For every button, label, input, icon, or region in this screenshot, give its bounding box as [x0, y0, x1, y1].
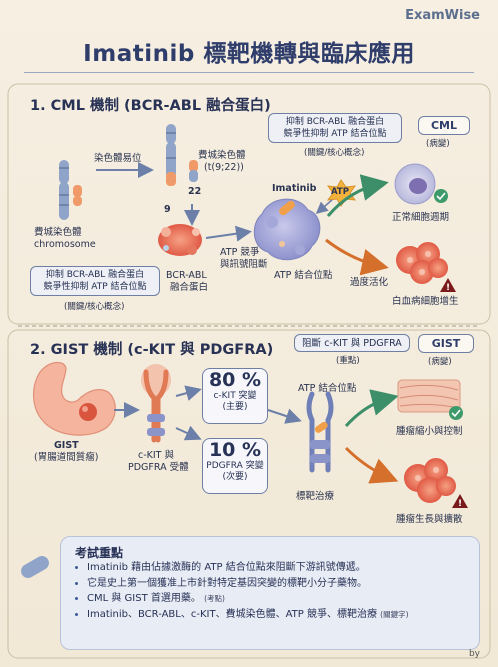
leukemia-cells-icon: ! [396, 242, 456, 293]
imatinib-label: Imatinib [272, 183, 317, 194]
cml-tag-sub: (病變) [426, 139, 450, 149]
inhibit-box-left-line2: 競爭性抑制 ATP 結合位點 [43, 282, 147, 292]
exam-point: Imatinib、BCR-ABL、c-KIT、費城染色體、ATP 競爭、標靶治療… [87, 607, 479, 623]
pdgfra-percentage-card: 10 % PDGFRA 突變 (次要) [202, 438, 268, 494]
philadelphia-chr-label-1: 費城染色體 [34, 227, 82, 238]
atp-site-label-2: ATP 結合位點 [298, 383, 357, 394]
exam-point-note: (考點) [204, 594, 225, 603]
philadelphia-label: 費城染色體 [198, 150, 246, 161]
bcr-abl-protein-icon [158, 224, 202, 256]
atp-star-icon [326, 179, 357, 207]
controlled-tissue-icon [397, 379, 463, 420]
exam-point-text: Imatinib、BCR-ABL、c-KIT、費城染色體、ATP 競爭、標靶治療 [87, 608, 377, 620]
block-box: 阻斷 c-KIT 與 PDGFRA [294, 334, 410, 352]
inhibit-box-left-line1: 抑制 BCR-ABL 融合蛋白 [45, 270, 145, 280]
exam-point-text: CML 與 GIST 首選用藥。 [87, 593, 201, 604]
atp-site-label-1: ATP 結合位點 [274, 270, 333, 281]
svg-text:!: ! [458, 499, 462, 509]
pdgfra-percentage-label: PDGFRA 突變 [206, 461, 264, 471]
gist-tag: GIST [418, 334, 474, 353]
kinase-protein-icon [253, 198, 321, 261]
exam-points-panel: 考試重點 Imatinib 藉由佔據激酶的 ATP 結合位點來阻斷下游訊號傳遞。… [60, 536, 480, 650]
section1-heading: 1. CML 機制 (BCR-ABL 融合蛋白) [30, 98, 271, 114]
kit-percentage: 80 % [208, 369, 262, 391]
shrink-label: 腫瘤縮小與控制 [396, 426, 463, 437]
key-concept-left: (關鍵/核心概念) [64, 302, 125, 312]
leukemia-label: 白血病細胞增生 [392, 296, 459, 307]
kit-percentage-sub: (主要) [222, 402, 248, 412]
growth-label: 腫瘤生長與擴散 [396, 514, 463, 525]
chromosome-22-icon [73, 185, 82, 206]
exam-point-text: Imatinib 藉由佔據激酶的 ATP 結合位點來阻斷下游訊號傳遞。 [87, 562, 366, 573]
brand-logo: ExamWise [405, 8, 480, 23]
imatinib-pill-icon [279, 200, 295, 216]
section2-heading: 2. GIST 機制 (c-KIT 與 PDGFRA) [30, 342, 274, 358]
chromosome-9-derived-icon [166, 124, 176, 186]
translocation-label: 染色體易位 [94, 153, 142, 164]
receptor-label-1: c-KIT 與 [138, 450, 175, 461]
inhibit-box-right-line2: 競爭性抑制 ATP 結合位點 [283, 129, 387, 139]
targeted-label: 標靶治療 [296, 491, 335, 502]
inhibit-box-right: 抑制 BCR-ABL 融合蛋白 競爭性抑制 ATP 結合位點 [268, 113, 402, 143]
exam-pill-icon [21, 556, 49, 578]
gist-tag-sub: (病變) [428, 357, 452, 367]
svg-text:!: ! [446, 283, 450, 293]
receptor-icon [141, 364, 171, 443]
gist-label-1: GIST [54, 440, 79, 451]
block-sub: (重點) [336, 356, 360, 366]
exam-point-note: (關鍵字) [380, 609, 409, 619]
chromosome-9-icon [59, 160, 69, 220]
normal-cycle-label: 正常細胞週期 [392, 212, 450, 223]
chr22-label: 22 [188, 186, 202, 197]
exam-point: Imatinib 藉由佔據激酶的 ATP 結合位點來阻斷下游訊號傳遞。 [87, 560, 479, 576]
byline: by [468, 649, 480, 659]
kit-percentage-card: 80 % c-KIT 突變 (主要) [202, 368, 268, 424]
philadelphia-chr-label-2: chromosome [34, 239, 96, 250]
targeted-receptor-icon [306, 391, 334, 473]
philadelphia-sub: (t(9;22)) [204, 162, 244, 173]
bcr-abl-label-2: 融合蛋白 [170, 282, 209, 293]
cml-tag: CML [418, 116, 470, 135]
atp-competition-1: ATP 競爭 [220, 247, 260, 258]
receptor-label-2: PDGFRA 受體 [128, 462, 189, 473]
philadelphia-chromosome-icon [189, 160, 198, 182]
page-title: Imatinib 標靶機轉與臨床應用 [83, 41, 415, 67]
kit-percentage-label: c-KIT 突變 [213, 391, 257, 401]
inhibit-box-right-line1: 抑制 BCR-ABL 融合蛋白 [285, 117, 385, 127]
bcr-abl-label-1: BCR-ABL [166, 270, 207, 281]
key-concept-right: (關鍵/核心概念) [304, 148, 365, 158]
pdgfra-percentage-sub: (次要) [222, 472, 248, 482]
tumor-growth-icon: ! [404, 458, 468, 509]
title-divider [24, 72, 474, 73]
pdgfra-percentage: 10 % [208, 439, 262, 461]
normal-cell-icon [394, 163, 448, 205]
atp-label: ATP [331, 187, 349, 197]
atp-competition-2: 與訊號阻斷 [220, 259, 268, 270]
over-activation-label: 過度活化 [350, 277, 389, 288]
exam-points-list: Imatinib 藉由佔據激酶的 ATP 結合位點來阻斷下游訊號傳遞。 它是史上… [61, 560, 479, 622]
chr9-label: 9 [164, 204, 171, 215]
gist-label-2: (胃腸道間質瘤) [34, 452, 99, 463]
exam-point: 它是史上第一個獲准上市針對特定基因突變的標靶小分子藥物。 [87, 576, 479, 592]
inhibit-box-left: 抑制 BCR-ABL 融合蛋白 競爭性抑制 ATP 結合位點 [30, 266, 160, 296]
exam-point-text: 它是史上第一個獲准上市針對特定基因突變的標靶小分子藥物。 [87, 577, 367, 589]
exam-title: 考試重點 [75, 546, 124, 560]
exam-point: CML 與 GIST 首選用藥。 (考點) [87, 591, 479, 607]
stomach-icon [33, 361, 116, 436]
